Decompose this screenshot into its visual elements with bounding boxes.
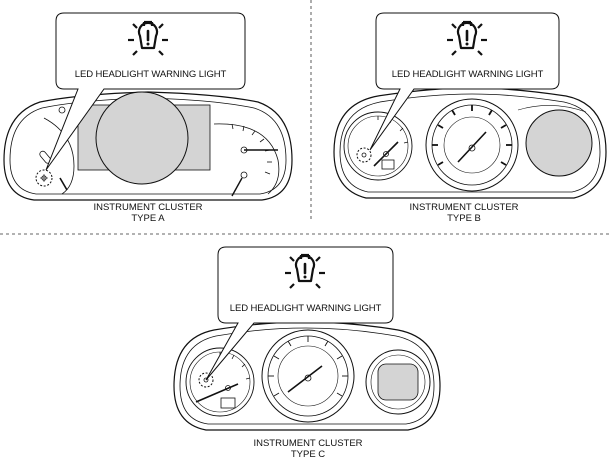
cluster-caption-line2: TYPE C — [290, 449, 326, 460]
cluster-caption-line1: INSTRUMENT CLUSTER — [93, 202, 203, 213]
callout-type-c — [205, 246, 394, 381]
callout-type-b — [369, 12, 560, 151]
cluster-caption-type-b: INSTRUMENT CLUSTER TYPE B — [374, 202, 554, 224]
instrument-cluster-type-c — [173, 321, 441, 431]
callout-label-type-a: LED HEADLIGHT WARNING LIGHT — [74, 69, 227, 80]
cluster-caption-type-c: INSTRUMENT CLUSTER TYPE C — [218, 438, 398, 460]
cluster-caption-line2: TYPE A — [131, 213, 165, 224]
cluster-caption-type-a: INSTRUMENT CLUSTER TYPE A — [58, 202, 238, 224]
cluster-caption-line2: TYPE B — [447, 213, 481, 224]
callout-label-type-c: LED HEADLIGHT WARNING LIGHT — [229, 303, 382, 314]
cluster-caption-line1: INSTRUMENT CLUSTER — [409, 202, 519, 213]
instrument-cluster-type-b — [333, 87, 607, 199]
cluster-caption-line1: INSTRUMENT CLUSTER — [253, 438, 363, 449]
callout-type-a — [45, 12, 246, 171]
callout-label-type-b: LED HEADLIGHT WARNING LIGHT — [391, 69, 544, 80]
instrument-cluster-type-a — [3, 91, 293, 201]
